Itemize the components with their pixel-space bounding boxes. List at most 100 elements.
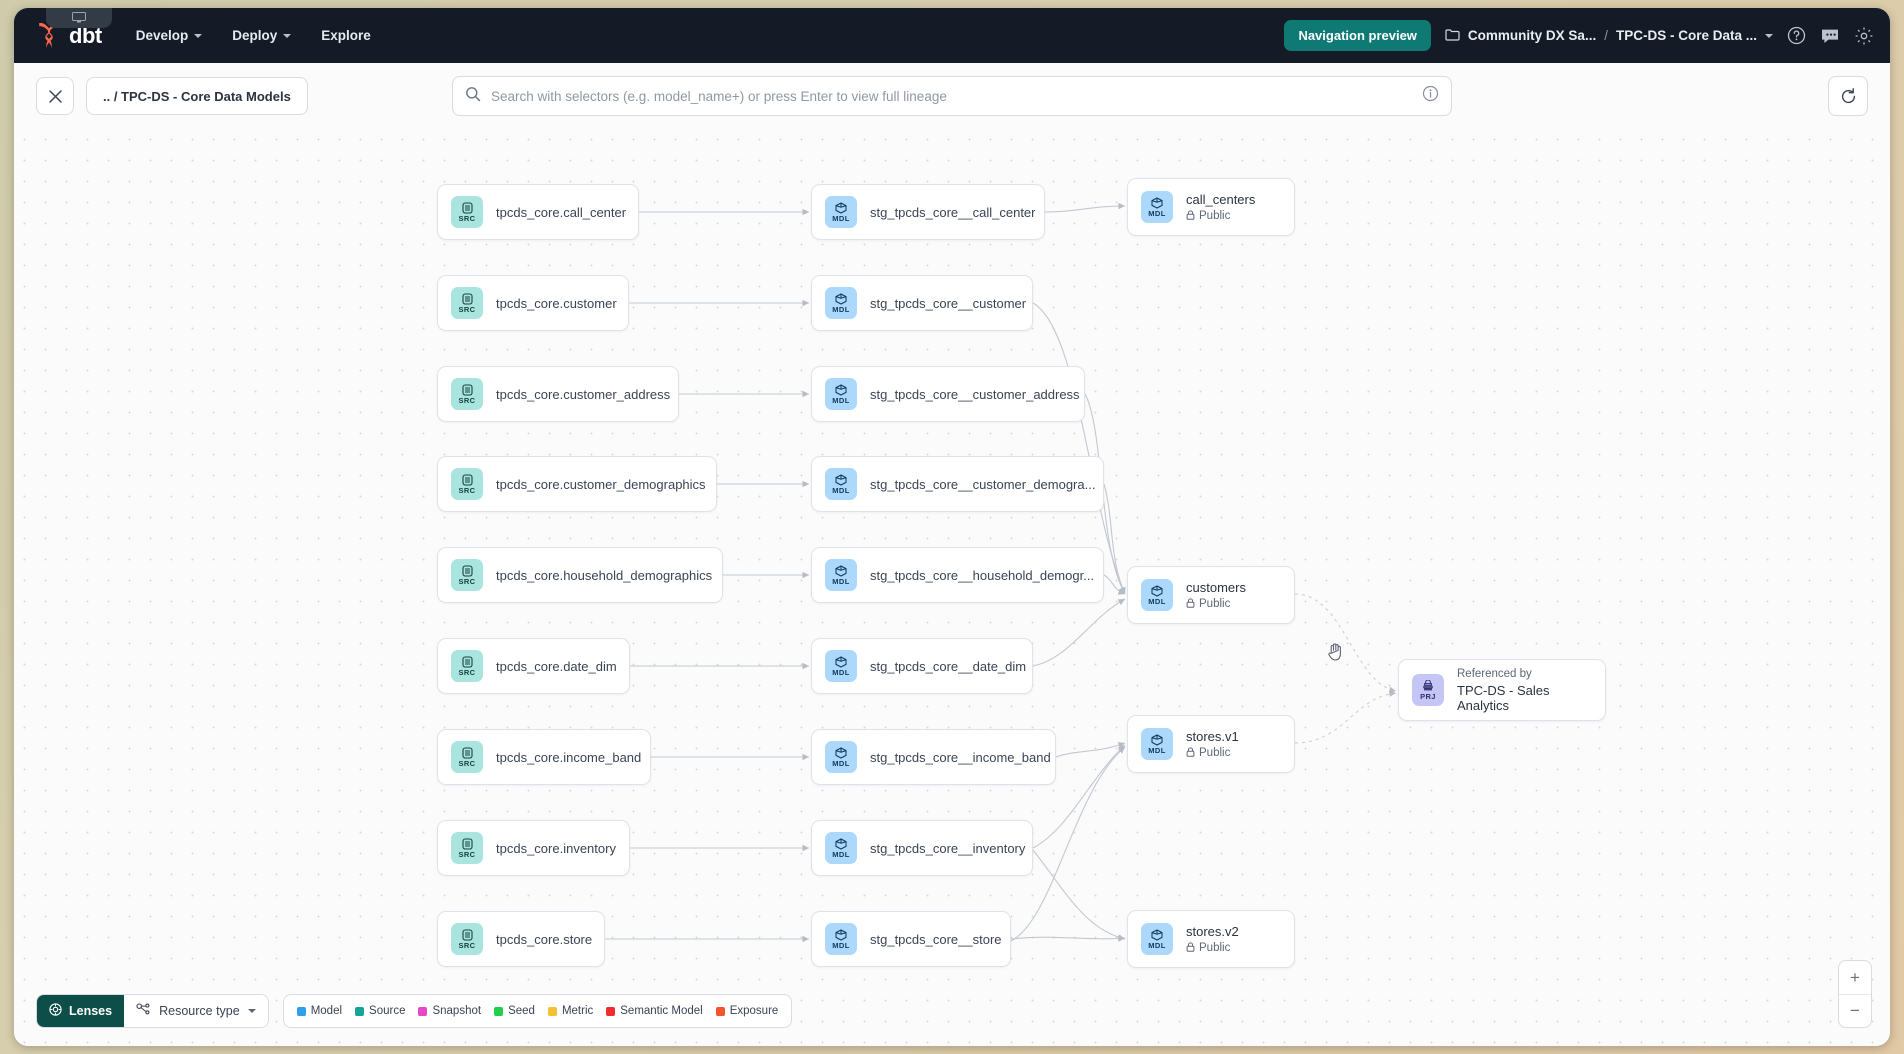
lineage-node-source[interactable]: SRC tpcds_core.date_dim xyxy=(437,638,630,694)
node-access-label: Public xyxy=(1199,747,1231,759)
nav-item-deploy[interactable]: Deploy xyxy=(232,28,292,43)
lineage-canvas[interactable]: SRC tpcds_core.call_center SRC tpcds_cor… xyxy=(14,129,1890,1046)
zoom-out-button[interactable]: − xyxy=(1839,994,1871,1027)
cube-icon xyxy=(835,929,847,941)
resource-type-dropdown[interactable]: Resource type xyxy=(124,995,268,1027)
legend-swatch xyxy=(296,1006,306,1016)
source-badge-icon: SRC xyxy=(451,196,483,228)
node-label: stg_tpcds_core__household_demogr... xyxy=(870,567,1095,583)
folder-icon xyxy=(1445,28,1460,44)
source-badge-icon: SRC xyxy=(451,741,483,773)
chevron-down-icon xyxy=(283,33,292,38)
lineage-node-source[interactable]: SRC tpcds_core.customer_address xyxy=(437,366,679,422)
source-badge-icon: SRC xyxy=(451,378,483,410)
lineage-node-model[interactable]: MDL stg_tpcds_core__customer xyxy=(811,275,1033,331)
lineage-node-source[interactable]: SRC tpcds_core.customer_demographics xyxy=(437,456,717,512)
zoom-in-button[interactable]: + xyxy=(1850,967,1860,987)
source-badge-icon: SRC xyxy=(451,559,483,591)
feedback-icon[interactable] xyxy=(1820,27,1840,45)
chevron-down-icon xyxy=(247,1009,256,1013)
refresh-button[interactable] xyxy=(1828,76,1868,116)
node-access-badge: Public xyxy=(1186,746,1239,760)
lineage-node-source[interactable]: SRC tpcds_core.store xyxy=(437,911,605,967)
lineage-node-model[interactable]: MDL stg_tpcds_core__customer_demogra... xyxy=(811,456,1104,512)
badge-label: SRC xyxy=(458,304,476,314)
lineage-node-source[interactable]: SRC tpcds_core.inventory xyxy=(437,820,630,876)
source-badge-icon: SRC xyxy=(451,287,483,319)
legend-label: Seed xyxy=(508,1005,535,1017)
cube-icon xyxy=(835,565,847,577)
badge-label: SRC xyxy=(458,485,476,495)
lineage-node-model[interactable]: MDL stg_tpcds_core__call_center xyxy=(811,184,1045,240)
breadcrumb-path-button[interactable]: .. / TPC-DS - Core Data Models xyxy=(86,77,308,115)
chevron-down-icon[interactable] xyxy=(1765,33,1773,38)
badge-label: MDL xyxy=(1148,940,1166,950)
node-label: tpcds_core.customer_demographics xyxy=(496,476,706,492)
lineage-node-model[interactable]: MDL stg_tpcds_core__household_demogr... xyxy=(811,547,1104,603)
legend-swatch xyxy=(355,1006,365,1016)
node-label: stg_tpcds_core__customer_address xyxy=(870,386,1080,402)
legend-label: Semantic Model xyxy=(620,1005,703,1017)
legend-item-metric: Metric xyxy=(547,1005,594,1017)
grab-cursor-icon xyxy=(1327,642,1344,666)
lineage-node-source[interactable]: SRC tpcds_core.household_demographics xyxy=(437,547,723,603)
lineage-node-public-model[interactable]: MDL call_centers Public xyxy=(1127,178,1295,236)
model-badge-icon: MDL xyxy=(825,832,857,864)
badge-label: MDL xyxy=(1148,208,1166,218)
lineage-node-project-reference[interactable]: PRJ Referenced by TPC-DS - Sales Analyti… xyxy=(1398,659,1606,721)
legend-swatch xyxy=(715,1006,725,1016)
legend-label: Model xyxy=(310,1005,343,1017)
bottom-control-bar: Lenses Resource type Model Source xyxy=(36,994,793,1028)
top-nav-right-group: Navigation preview Community DX Sa... / … xyxy=(1284,20,1874,51)
navigation-preview-button[interactable]: Navigation preview xyxy=(1284,20,1431,51)
badge-label: SRC xyxy=(458,395,476,405)
cube-icon xyxy=(1151,734,1163,746)
lineage-node-model[interactable]: MDL stg_tpcds_core__inventory xyxy=(811,820,1033,876)
breadcrumb-project[interactable]: TPC-DS - Core Data ... xyxy=(1615,28,1757,43)
model-badge-icon: MDL xyxy=(825,923,857,955)
lineage-node-source[interactable]: SRC tpcds_core.customer xyxy=(437,275,629,331)
breadcrumb-account[interactable]: Community DX Sa... xyxy=(1467,28,1597,43)
node-label: stg_tpcds_core__customer_demogra... xyxy=(870,476,1096,492)
model-badge-icon: MDL xyxy=(1141,191,1173,223)
database-icon xyxy=(461,656,473,668)
database-icon xyxy=(461,838,473,850)
node-label: stg_tpcds_core__date_dim xyxy=(870,658,1027,674)
lineage-node-model[interactable]: MDL stg_tpcds_core__customer_address xyxy=(811,366,1085,422)
badge-label: SRC xyxy=(458,667,476,677)
help-icon[interactable] xyxy=(1787,26,1806,45)
node-access-label: Public xyxy=(1199,210,1231,222)
nav-item-explore[interactable]: Explore xyxy=(321,28,371,43)
lineage-node-public-model[interactable]: MDL stores.v2 Public xyxy=(1127,910,1295,968)
nav-item-develop[interactable]: Develop xyxy=(136,28,203,43)
legend-swatch xyxy=(547,1006,557,1016)
legend-label: Exposure xyxy=(729,1005,779,1017)
lineage-node-model[interactable]: MDL stg_tpcds_core__store xyxy=(811,911,1011,967)
legend-label: Metric xyxy=(561,1005,594,1017)
model-badge-icon: MDL xyxy=(825,559,857,591)
model-badge-icon: MDL xyxy=(825,741,857,773)
model-badge-icon: MDL xyxy=(825,468,857,500)
badge-label: MDL xyxy=(832,667,850,677)
cube-icon xyxy=(835,656,847,668)
lineage-node-model[interactable]: MDL stg_tpcds_core__income_band xyxy=(811,729,1056,785)
settings-icon[interactable] xyxy=(1854,26,1874,46)
node-label: tpcds_core.date_dim xyxy=(496,658,617,674)
search-box[interactable] xyxy=(452,76,1452,116)
badge-label: MDL xyxy=(832,758,850,768)
chevron-down-icon xyxy=(194,33,203,38)
lineage-node-model[interactable]: MDL stg_tpcds_core__date_dim xyxy=(811,638,1033,694)
lineage-node-public-model[interactable]: MDL stores.v1 Public xyxy=(1127,715,1295,773)
info-icon[interactable] xyxy=(1422,85,1439,107)
badge-label: SRC xyxy=(458,849,476,859)
lineage-node-public-model[interactable]: MDL customers Public xyxy=(1127,566,1295,624)
lineage-node-source[interactable]: SRC tpcds_core.income_band xyxy=(437,729,651,785)
legend-item-exposure: Exposure xyxy=(715,1005,779,1017)
legend-item-snapshot: Snapshot xyxy=(418,1005,481,1017)
close-button[interactable] xyxy=(36,77,74,115)
lineage-node-source[interactable]: SRC tpcds_core.call_center xyxy=(437,184,639,240)
lenses-button[interactable]: Lenses xyxy=(37,995,125,1027)
node-label: tpcds_core.household_demographics xyxy=(496,567,713,583)
search-input[interactable] xyxy=(491,88,1412,104)
node-access-badge: Public xyxy=(1186,597,1246,611)
